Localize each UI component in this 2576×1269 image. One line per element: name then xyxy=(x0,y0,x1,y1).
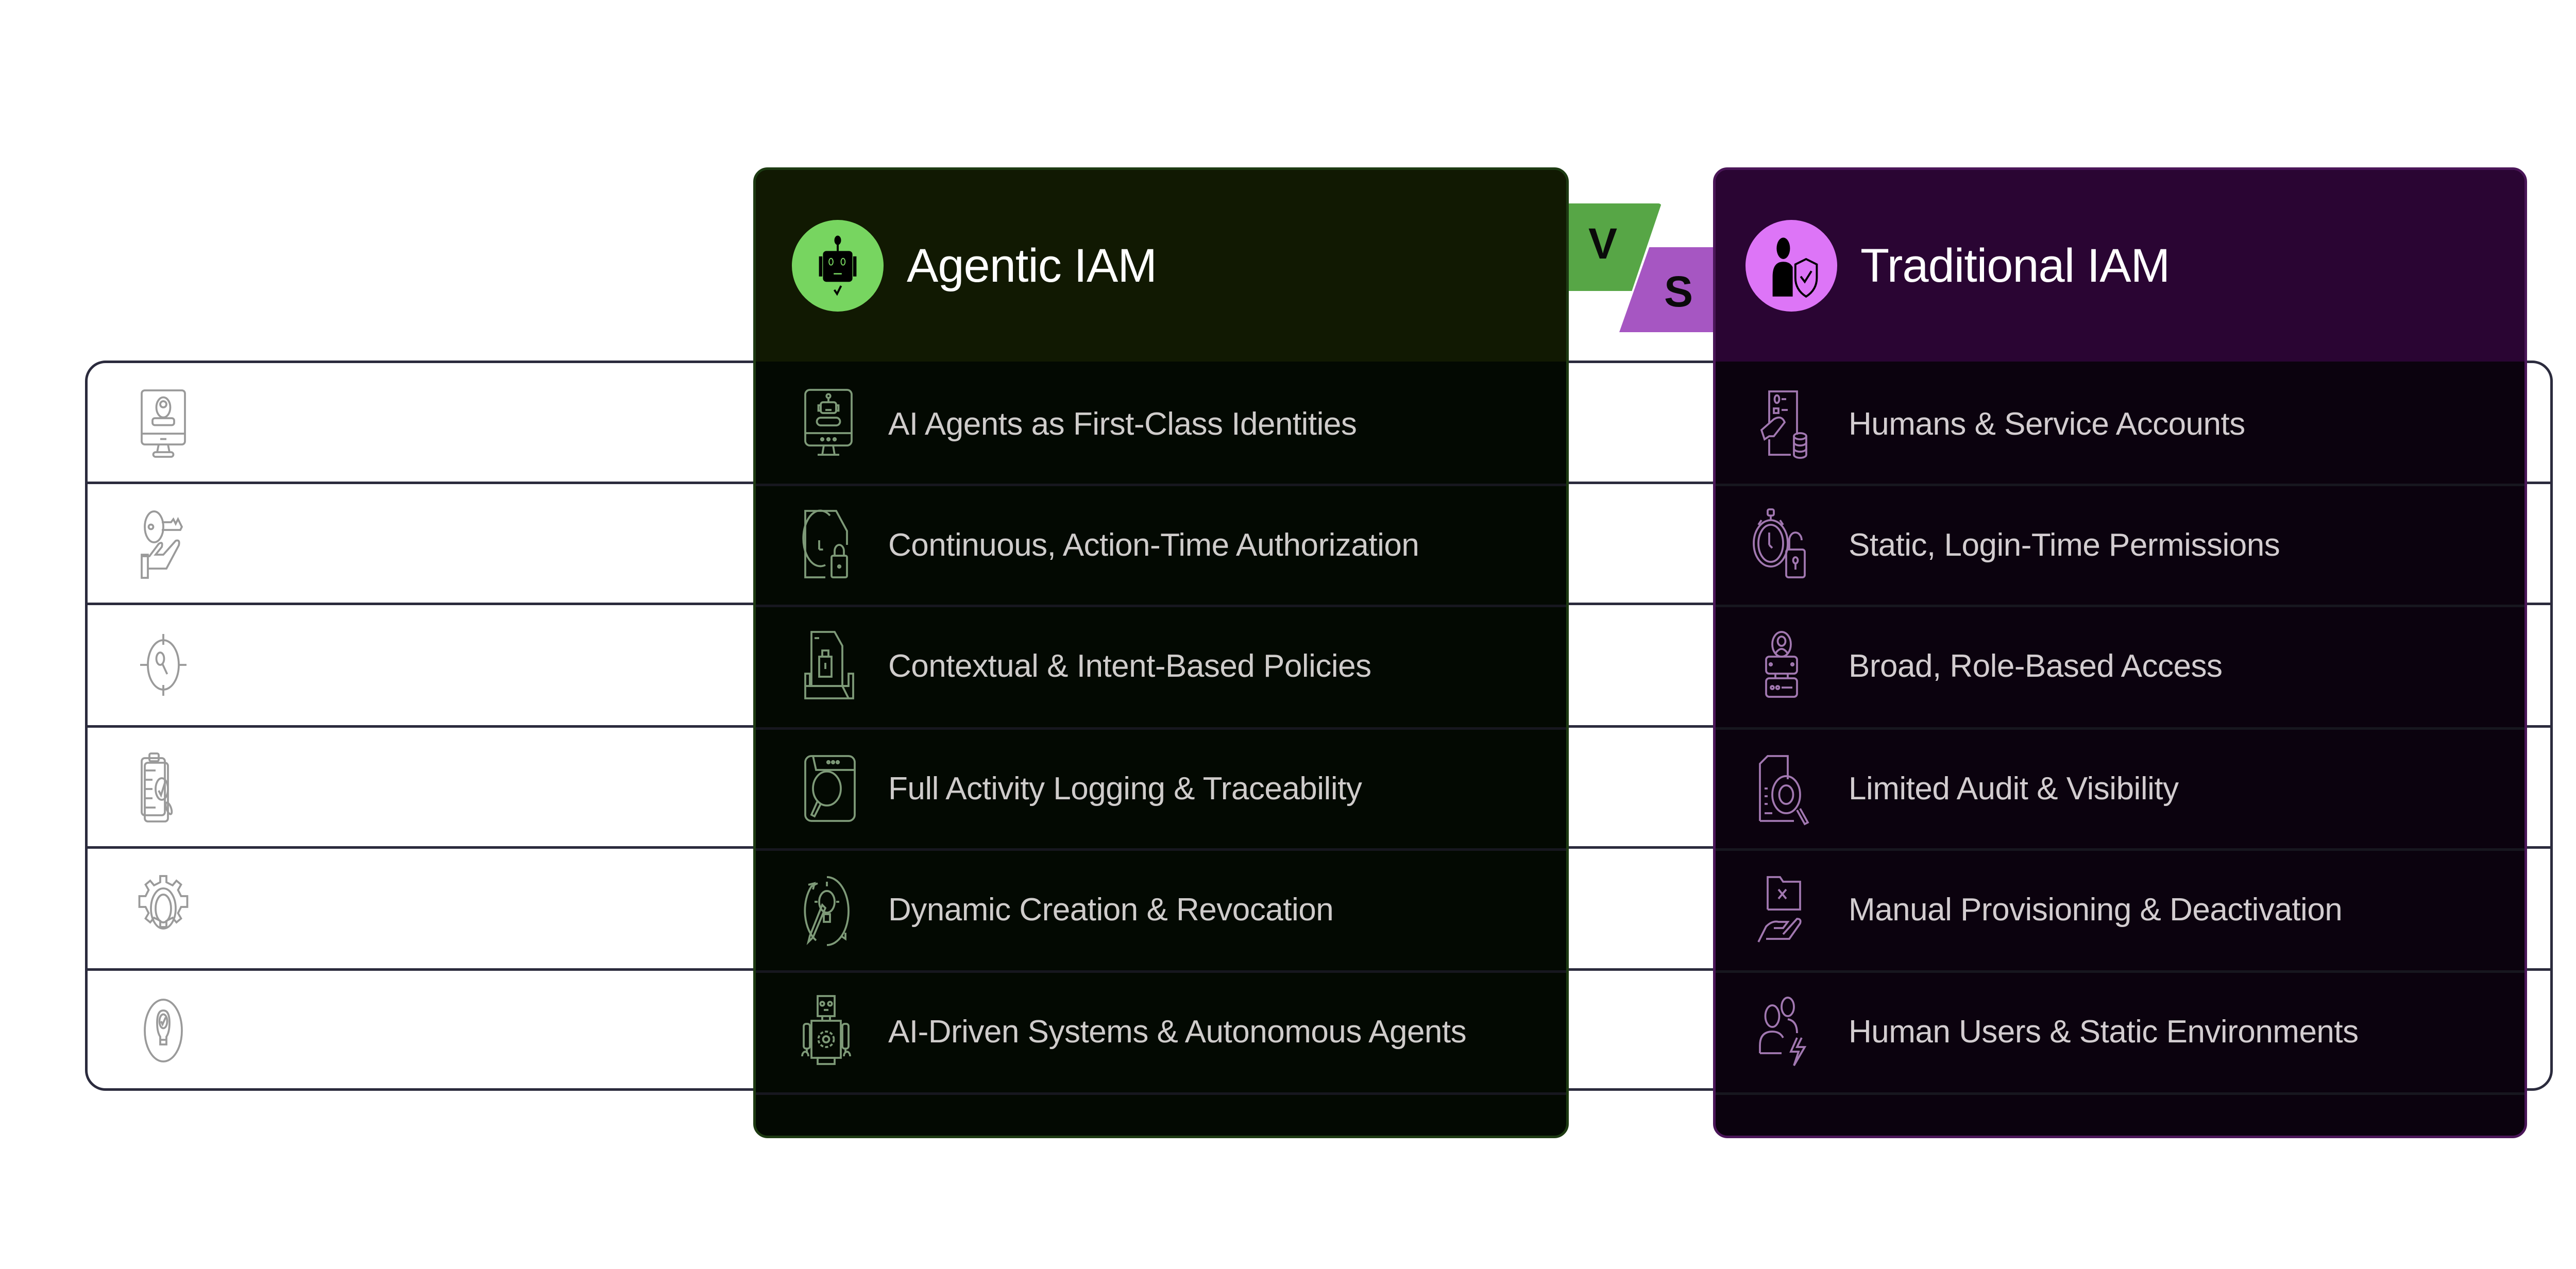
agentic-iam-panel: Agentic IAM AI Agents as First-Class Ide… xyxy=(753,167,1569,1138)
criteria-cell xyxy=(88,971,752,1090)
traditional-iam-title: Traditional IAM xyxy=(1860,239,2170,292)
list-item: Limited Audit & Visibility xyxy=(1716,729,2524,848)
list-item: Broad, Role-Based Access xyxy=(1716,606,2524,726)
list-item: AI-Driven Systems & Autonomous Agents xyxy=(756,972,1566,1091)
traditional-feature-text: Static, Login-Time Permissions xyxy=(1849,527,2280,563)
list-item: Contextual & Intent-Based Policies xyxy=(756,606,1566,726)
list-item: Continuous, Action-Time Authorization xyxy=(756,485,1566,605)
id-card-hand-database-icon xyxy=(1760,390,1807,459)
gear-cycle-icon xyxy=(138,875,189,930)
traditional-feature-text: Human Users & Static Environments xyxy=(1849,1014,2359,1050)
panel-divider xyxy=(756,605,1566,607)
traditional-iam-header: Traditional IAM xyxy=(1716,170,2524,362)
agentic-iam-header: Agentic IAM xyxy=(756,170,1566,362)
panel-divider xyxy=(1716,484,2524,486)
vs-letter-v: V xyxy=(1588,219,1618,268)
panel-divider xyxy=(1716,605,2524,607)
panel-divider xyxy=(756,484,1566,486)
robot-icon xyxy=(819,235,857,296)
folder-x-hand-icon xyxy=(1757,876,1802,942)
monitor-user-login-icon xyxy=(141,389,186,458)
list-item: Manual Provisioning & Deactivation xyxy=(1716,850,2524,969)
list-item: Full Activity Logging & Traceability xyxy=(756,729,1566,848)
lightbulb-check-icon xyxy=(144,999,183,1062)
document-eye-magnifier-icon xyxy=(1759,755,1809,826)
criteria-cell xyxy=(88,605,752,725)
document-clock-lock-icon xyxy=(802,509,848,578)
monitor-robot-icon xyxy=(804,389,853,456)
traditional-iam-panel: Traditional IAM Humans & Service Account… xyxy=(1713,167,2527,1138)
document-lock-policy-icon xyxy=(804,631,854,699)
panel-divider xyxy=(756,848,1566,851)
traditional-feature-text: Manual Provisioning & Deactivation xyxy=(1849,891,2343,928)
panel-divider xyxy=(756,727,1566,730)
agentic-feature-text: AI-Driven Systems & Autonomous Agents xyxy=(888,1014,1467,1050)
agentic-feature-text: Continuous, Action-Time Authorization xyxy=(888,527,1419,563)
list-item: Humans & Service Accounts xyxy=(1716,364,2524,484)
agentic-iam-title: Agentic IAM xyxy=(907,239,1157,292)
agentic-feature-text: Contextual & Intent-Based Policies xyxy=(888,648,1371,684)
agentic-iam-badge xyxy=(792,220,884,312)
criteria-cell xyxy=(88,484,752,604)
panel-divider xyxy=(1716,848,2524,851)
panel-divider xyxy=(1716,727,2524,730)
key-in-hand-icon xyxy=(141,510,183,579)
list-item: AI Agents as First-Class Identities xyxy=(756,364,1566,484)
user-shield-icon xyxy=(1772,237,1818,298)
criteria-cell xyxy=(88,849,752,968)
browser-magnifier-icon xyxy=(804,755,856,822)
traditional-feature-text: Humans & Service Accounts xyxy=(1849,406,2245,442)
agentic-feature-text: AI Agents as First-Class Identities xyxy=(888,406,1357,442)
stopwatch-lock-icon xyxy=(1753,508,1806,578)
lightbulb-pencil-cycle-icon xyxy=(804,876,850,946)
traditional-feature-text: Limited Audit & Visibility xyxy=(1849,770,2179,807)
panel-divider xyxy=(756,970,1566,973)
clipboard-check-magnifier-icon xyxy=(141,752,173,822)
target-crosshair-icon xyxy=(140,634,187,696)
user-server-icon xyxy=(1765,631,1798,698)
users-lightning-icon xyxy=(1759,997,1807,1066)
list-item: Human Users & Static Environments xyxy=(1716,972,2524,1091)
traditional-feature-text: Broad, Role-Based Access xyxy=(1849,648,2223,684)
panel-divider xyxy=(1716,1092,2524,1095)
robot-gear-icon xyxy=(801,995,851,1065)
criteria-cell xyxy=(88,363,752,483)
agentic-feature-text: Full Activity Logging & Traceability xyxy=(888,770,1362,807)
panel-divider xyxy=(1716,970,2524,973)
traditional-iam-badge xyxy=(1745,220,1837,312)
list-item: Dynamic Creation & Revocation xyxy=(756,850,1566,969)
panel-divider xyxy=(756,1092,1566,1095)
agentic-feature-text: Dynamic Creation & Revocation xyxy=(888,891,1334,928)
criteria-cell xyxy=(88,728,752,847)
vs-letter-s: S xyxy=(1664,267,1693,316)
list-item: Static, Login-Time Permissions xyxy=(1716,485,2524,605)
